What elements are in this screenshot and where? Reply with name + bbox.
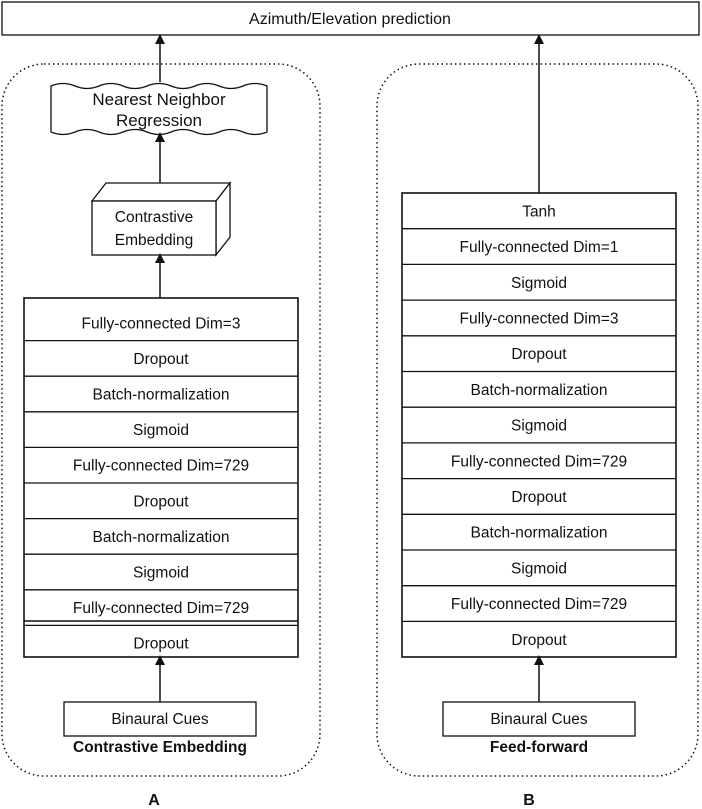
panel-b-container [376,63,699,777]
nn-regression-line-1: Nearest Neighbor [92,90,226,109]
contrastive-embedding-block: Contrastive Embedding [90,181,232,257]
panel-b-input-label: Binaural Cues [490,711,588,728]
panel-a-layer-stack: Fully-connected Dim=3DropoutBatch-normal… [23,297,299,658]
layer-label: Batch-normalization [93,529,230,546]
panel-a-input-label: Binaural Cues [111,711,209,728]
layer-label: Fully-connected Dim=3 [82,315,241,332]
layer-label: Sigmoid [511,275,567,292]
output-label: Azimuth/Elevation prediction [249,11,451,28]
panel-a-input-box: Binaural Cues [63,701,257,737]
layer-label: Sigmoid [511,418,567,435]
layer-label: Dropout [133,636,189,653]
layer-label: Tanh [522,203,556,220]
layer-label: Fully-connected Dim=729 [73,600,249,617]
layer-label: Fully-connected Dim=729 [451,596,627,613]
layer-label: Dropout [511,632,567,649]
layer-label: Fully-connected Dim=729 [73,458,249,475]
layer-label: Batch-normalization [471,525,608,542]
layer-label: Fully-connected Dim=1 [460,239,619,256]
layer-label: Dropout [133,493,189,510]
panel-a-container [1,63,321,777]
layer-label: Sigmoid [133,565,189,582]
panel-b-letter: B [523,792,535,809]
layer-label: Batch-normalization [93,387,230,404]
layer-label: Sigmoid [511,560,567,577]
layer-label: Dropout [511,489,567,506]
layer-label: Sigmoid [133,422,189,439]
layer-label: Dropout [511,346,567,363]
layer-label: Dropout [133,351,189,368]
layer-label: Fully-connected Dim=729 [451,453,627,470]
nearest-neighbor-regression-box: Nearest Neighbor Regression [50,82,268,136]
output-box: Azimuth/Elevation prediction [1,1,700,36]
panel-b-input-box: Binaural Cues [442,701,636,737]
panel-b-caption: Feed-forward [490,739,588,756]
panel-a-caption: Contrastive Embedding [73,739,247,756]
nn-regression-line-2: Regression [116,111,202,130]
layer-label: Fully-connected Dim=3 [460,310,619,327]
panel-a-letter: A [148,792,160,809]
embedding-line-2: Embedding [115,232,193,249]
embedding-line-1: Contrastive [115,209,193,226]
layer-label: Batch-normalization [471,382,608,399]
